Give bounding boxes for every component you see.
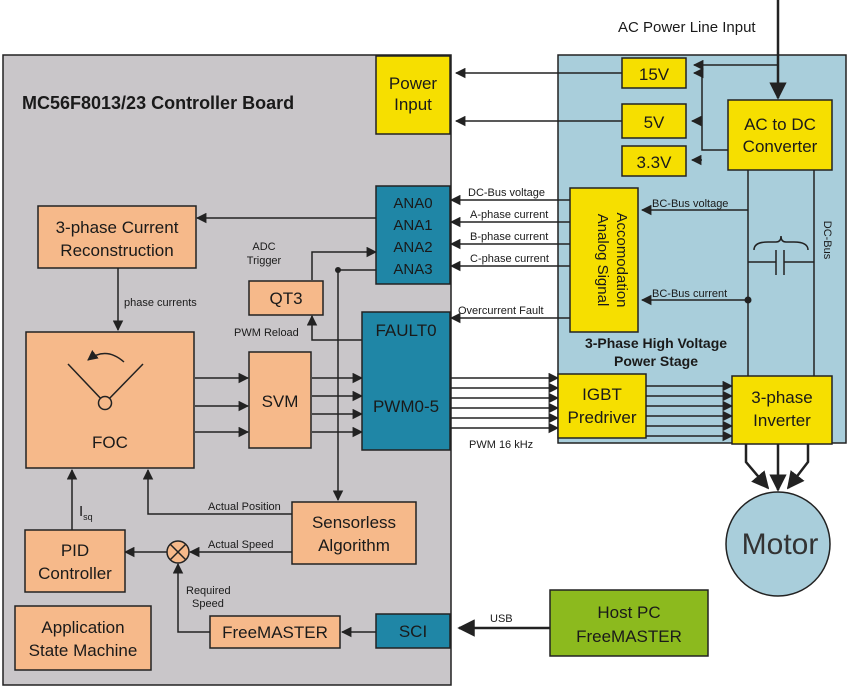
signal-bc-bus-voltage: BC-Bus voltage xyxy=(652,198,728,210)
adc-trigger-label-1: ADC xyxy=(252,241,275,253)
power-stage-label-2: Power Stage xyxy=(614,353,698,369)
controller-title: MC56F8013/23 Controller Board xyxy=(22,93,294,113)
sci-label: SCI xyxy=(399,622,427,641)
signal-b-phase: B-phase current xyxy=(470,231,548,243)
actual-position-label: Actual Position xyxy=(208,501,281,513)
qt3-label: QT3 xyxy=(269,289,302,308)
sci-block: SCI xyxy=(375,613,451,649)
current-recon-label-1: 3-phase Current xyxy=(56,218,179,237)
pwm-freq-label: PWM 16 kHz xyxy=(469,439,533,451)
igbt-label-2: Predriver xyxy=(568,408,637,427)
host-pc-label-1: Host PC xyxy=(597,603,660,622)
signal-bc-bus-current: BC-Bus current xyxy=(652,288,727,300)
isq-label: Isq xyxy=(79,503,93,522)
app-sm-label-2: State Machine xyxy=(29,641,138,660)
ana3-label: ANA3 xyxy=(393,261,432,278)
motor-block: Motor xyxy=(725,491,831,597)
pwm05-label: PWM0-5 xyxy=(373,397,439,416)
foc-label: FOC xyxy=(92,433,128,452)
ana0-label: ANA0 xyxy=(393,195,432,212)
ana1-label: ANA1 xyxy=(393,217,432,234)
freemaster-block: FreeMASTER xyxy=(209,615,341,649)
sensorless-label-1: Sensorless xyxy=(312,513,396,532)
rail-5v-block: 5V xyxy=(621,103,687,139)
analog-signal-label-2: Accomodation xyxy=(613,212,630,307)
rail-15v-block: 15V xyxy=(621,57,687,89)
rail-5v-label: 5V xyxy=(644,113,665,132)
signal-overcurrent: Overcurrent Fault xyxy=(458,305,544,317)
rail-15v-label: 15V xyxy=(639,65,670,84)
svm-label: SVM xyxy=(262,392,299,411)
inverter-block: 3-phase Inverter xyxy=(731,375,833,445)
pwm-reload-label: PWM Reload xyxy=(234,327,299,339)
ana2-label: ANA2 xyxy=(393,239,432,256)
fault0-label: FAULT0 xyxy=(375,321,436,340)
analog-signal-block: Analog Signal Accomodation xyxy=(569,187,639,333)
signal-dc-bus-voltage: DC-Bus voltage xyxy=(468,187,545,199)
rail-33v-label: 3.3V xyxy=(637,153,673,172)
usb-label: USB xyxy=(490,613,513,625)
ac-input-label: AC Power Line Input xyxy=(618,19,756,36)
freemaster-label: FreeMASTER xyxy=(222,623,328,642)
inverter-label-1: 3-phase xyxy=(751,388,812,407)
svm-block: SVM xyxy=(248,351,312,449)
signal-a-phase: A-phase current xyxy=(470,209,548,221)
motor-label: Motor xyxy=(742,528,819,561)
ana-pins-block: ANA0 ANA1 ANA2 ANA3 xyxy=(375,185,451,285)
signal-c-phase: C-phase current xyxy=(470,253,549,265)
igbt-label-1: IGBT xyxy=(582,385,622,404)
required-speed-label-1: Required xyxy=(186,585,231,597)
app-sm-label-1: Application xyxy=(41,618,124,637)
foc-block: FOC xyxy=(25,331,195,469)
pwm-module-block: FAULT0 PWM0-5 xyxy=(361,311,451,451)
adc-trigger-label-2: Trigger xyxy=(247,255,282,267)
sensorless-block: Sensorless Algorithm xyxy=(291,501,417,565)
power-input-block: Power Input xyxy=(375,55,451,135)
power-input-label-1: Power xyxy=(389,74,438,93)
qt3-block: QT3 xyxy=(248,280,324,316)
power-input-label-2: Input xyxy=(394,95,432,114)
current-recon-label-2: Reconstruction xyxy=(60,241,173,260)
sensorless-label-2: Algorithm xyxy=(318,536,390,555)
igbt-predriver-block: IGBT Predriver xyxy=(557,373,647,439)
dc-bus-label: DC-Bus xyxy=(821,221,833,260)
pid-controller-block: PID Controller xyxy=(24,529,126,593)
phase-currents-label: phase currents xyxy=(124,297,197,309)
host-pc-block: Host PC FreeMASTER xyxy=(549,589,709,657)
current-reconstruction-block: 3-phase Current Reconstruction xyxy=(37,205,197,269)
analog-signal-label-1: Analog Signal xyxy=(594,214,611,307)
required-speed-label-2: Speed xyxy=(192,598,224,610)
pid-label-2: Controller xyxy=(38,564,112,583)
acdc-label-1: AC to DC xyxy=(744,115,816,134)
inverter-label-2: Inverter xyxy=(753,411,811,430)
actual-speed-label: Actual Speed xyxy=(208,539,273,551)
rail-33v-block: 3.3V xyxy=(621,145,687,177)
host-pc-label-2: FreeMASTER xyxy=(576,627,682,646)
acdc-label-2: Converter xyxy=(743,137,818,156)
app-state-machine-block: Application State Machine xyxy=(14,605,152,671)
pid-label-1: PID xyxy=(61,541,89,560)
power-stage-label-1: 3-Phase High Voltage xyxy=(585,335,727,351)
acdc-converter-block: AC to DC Converter xyxy=(727,99,833,171)
